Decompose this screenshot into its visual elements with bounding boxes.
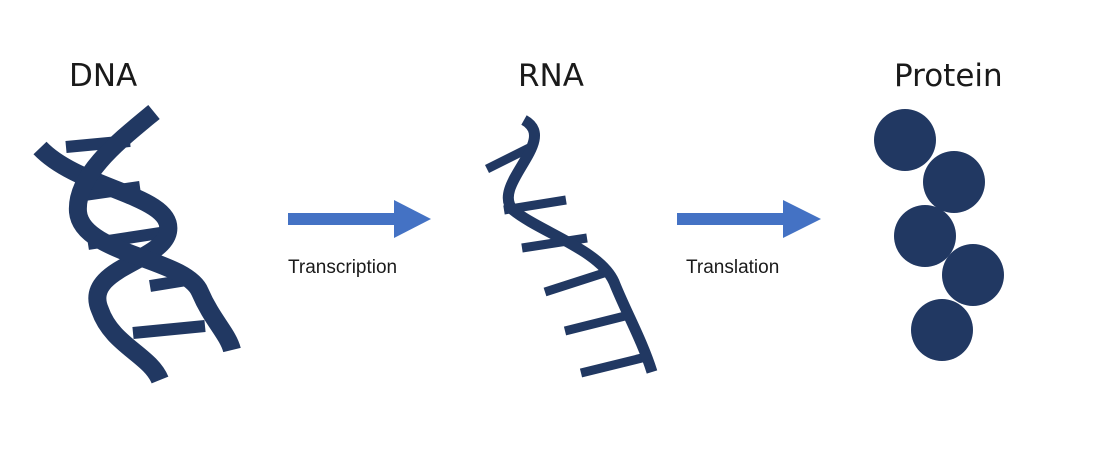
rna-base xyxy=(521,233,588,253)
rna-base xyxy=(563,311,627,336)
amino-acid-bead xyxy=(874,109,936,171)
translation-label: Translation xyxy=(686,257,780,278)
dna-title: DNA xyxy=(69,58,138,94)
transcription-arrow-icon xyxy=(288,200,431,238)
amino-acid-bead xyxy=(894,205,956,267)
rna-bases xyxy=(484,142,652,378)
transcription-label: Transcription xyxy=(288,257,398,278)
protein-chain-icon xyxy=(874,109,1004,361)
rna-backbone xyxy=(502,115,658,374)
rna-base xyxy=(543,268,606,297)
amino-acid-bead xyxy=(923,151,985,213)
amino-acid-bead xyxy=(942,244,1004,306)
rna-strand-icon xyxy=(484,115,658,378)
rna-base xyxy=(579,351,652,378)
dna-helix-icon xyxy=(33,105,241,385)
dna-rung xyxy=(132,320,206,339)
rna-title: RNA xyxy=(518,58,584,94)
protein-title: Protein xyxy=(894,58,1003,94)
translation-arrow-icon xyxy=(677,200,821,238)
amino-acid-bead xyxy=(911,299,973,361)
dna-strand-b xyxy=(68,105,241,353)
rna-base xyxy=(484,142,534,174)
